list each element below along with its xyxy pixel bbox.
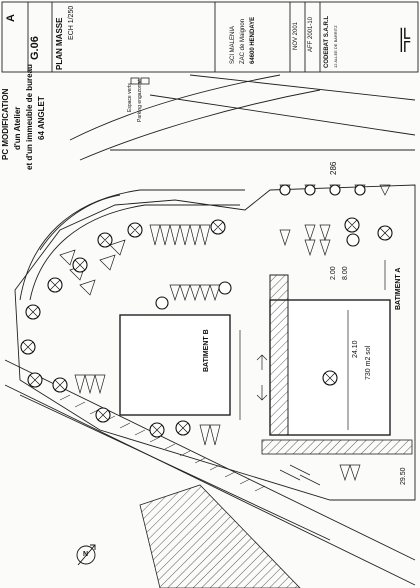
sheet-letter: A [5, 14, 17, 22]
legend-label-parking: Parking engazonné [137, 78, 143, 122]
sheet-number: G.06 [29, 36, 41, 60]
annotation: 730 m2 sol [365, 345, 372, 380]
drawing-scale: ECH 1/250 [68, 5, 75, 40]
building-a [269, 299, 391, 436]
company-logo: ╠ [396, 29, 411, 51]
project-line-2: d'un Atelier [13, 106, 22, 150]
drawing-date: NOV 2001 [293, 21, 299, 50]
north-arrow-icon [76, 544, 96, 566]
access-road [19, 189, 245, 301]
project-line-4: 64 ANGLET [37, 96, 46, 140]
company-name: CODEBAT S.A.R.L [324, 15, 330, 68]
client-city: 64600 HENDAYE [250, 16, 256, 64]
client-address: ZAC de Maignon [240, 18, 246, 64]
building-b [119, 314, 231, 416]
client-name: SCI MALENIA [230, 25, 236, 64]
affair-number: AFF 2001-10 [308, 16, 314, 52]
project-line-3: et d'un immeuble de bureau [25, 64, 34, 170]
building-a-label: BATIMENT A [395, 267, 402, 310]
project-line-1: PC MODIFICATION [1, 88, 10, 160]
road-upper-left [69, 74, 281, 141]
annotation: 2.00 [330, 266, 337, 280]
road-lower [4, 359, 416, 561]
north-label: N [83, 551, 89, 558]
plot-boundary [14, 184, 416, 501]
annotation: 29.50 [400, 467, 407, 485]
annotation: 8.00 [342, 266, 349, 280]
legend-label-green: Espace verts [127, 83, 133, 112]
building-b-label: BATIMENT B [203, 329, 210, 372]
drawing-title: PLAN MASSE [55, 17, 64, 70]
legend-swatch-green [130, 77, 140, 85]
title-block-frame [1, 1, 419, 73]
company-line: 12 ALLEE DE BARRITZ [333, 25, 338, 68]
legend-swatch-parking [140, 77, 150, 85]
annotation: 24.10 [352, 340, 359, 358]
annotation: 286 [329, 161, 338, 175]
